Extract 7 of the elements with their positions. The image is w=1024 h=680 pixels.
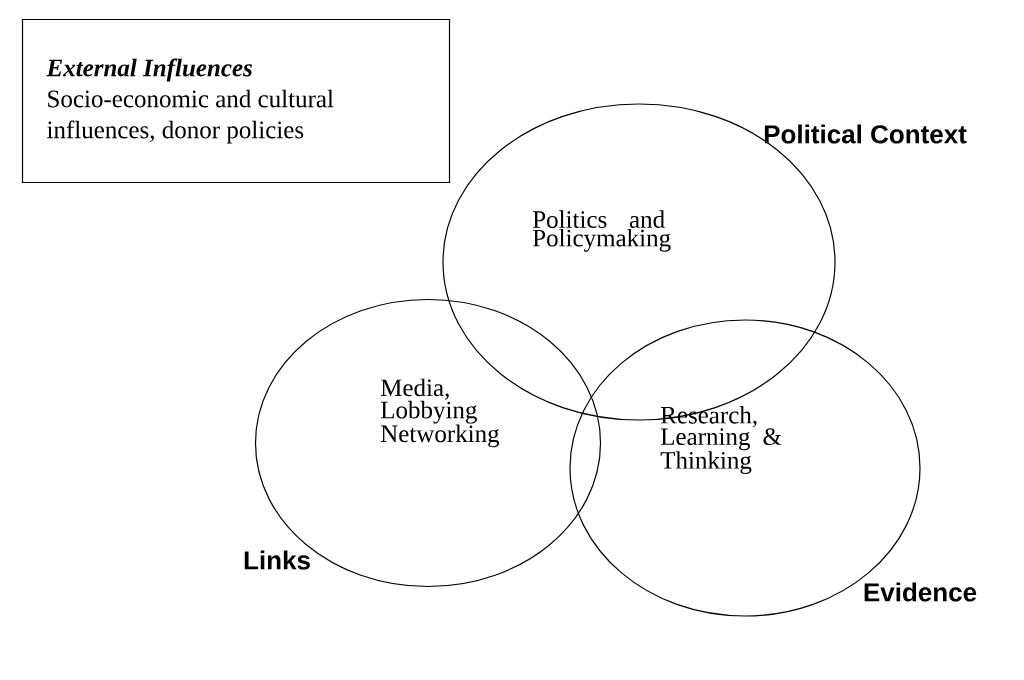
circle-label: Links bbox=[244, 550, 310, 570]
text-box: External Influences Socio-economic and cultural influences, donor policies bbox=[21, 18, 451, 184]
circle-label: Evidence bbox=[864, 582, 977, 602]
circle-text: Media, Lobbying Networking bbox=[380, 378, 500, 448]
circle-label: Political Context bbox=[764, 124, 967, 144]
circle-text: Research, Learning & Thinking bbox=[660, 406, 782, 474]
circle-text: Politics and Policymaking bbox=[532, 210, 671, 252]
